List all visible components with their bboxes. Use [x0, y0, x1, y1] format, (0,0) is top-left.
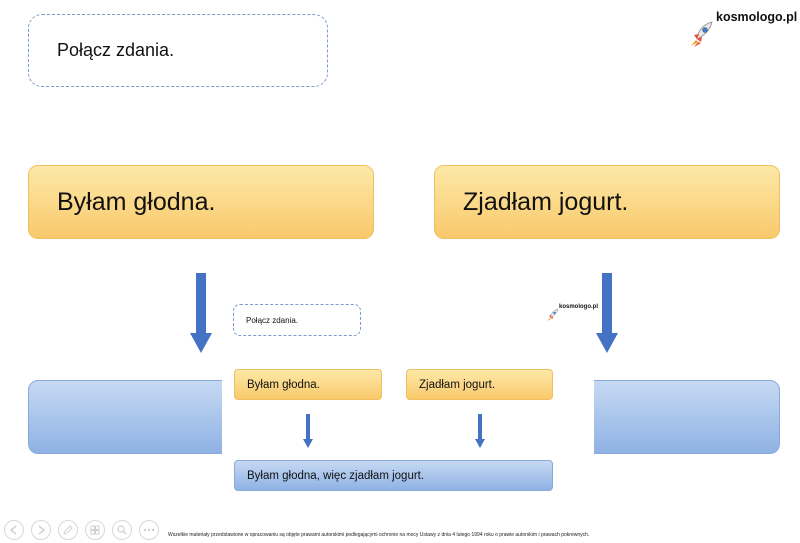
toolbar-forward-button[interactable]: [31, 520, 51, 540]
down-arrow-right-icon: [596, 273, 618, 353]
inner-logo-text: kosmologo.pl: [559, 304, 598, 310]
inner-down-arrow-left-icon: [303, 414, 313, 448]
instruction-box: Połącz zdania.: [28, 14, 328, 87]
rocket-icon: [691, 21, 713, 47]
inner-rocket-icon: [547, 308, 559, 321]
logo: kosmologo.pl: [688, 10, 798, 50]
pen-icon: [63, 525, 73, 535]
sentence-right-label: Zjadłam jogurt.: [463, 187, 629, 216]
inner-result-label: Byłam głodna, więc zjadłam jogurt.: [247, 469, 425, 482]
presentation-toolbar: [4, 520, 164, 542]
arrow-right-icon: [38, 525, 46, 535]
inner-sentence-right-label: Zjadłam jogurt.: [419, 378, 496, 391]
toolbar-back-button[interactable]: [4, 520, 24, 540]
toolbar-zoom-button[interactable]: [112, 520, 132, 540]
inner-slide-preview: Połącz zdania. kosmologo.pl Byłam głodna…: [222, 296, 598, 496]
instruction-label: Połącz zdania.: [57, 40, 175, 60]
zoom-icon: [117, 525, 127, 535]
sentence-left-label: Byłam głodna.: [57, 187, 216, 216]
more-icon: [143, 528, 155, 532]
sentence-box-right[interactable]: Zjadłam jogurt.: [434, 165, 780, 239]
inner-down-arrow-right-icon: [475, 414, 485, 448]
inner-result-box: Byłam głodna, więc zjadłam jogurt.: [234, 460, 553, 491]
inner-sentence-box-right: Zjadłam jogurt.: [406, 369, 553, 400]
toolbar-slides-button[interactable]: [85, 520, 105, 540]
inner-instruction-box: Połącz zdania.: [233, 304, 361, 336]
inner-instruction-label: Połącz zdania.: [246, 315, 299, 325]
inner-sentence-box-left: Byłam głodna.: [234, 369, 382, 400]
inner-sentence-left-label: Byłam głodna.: [247, 378, 320, 391]
toolbar-pen-button[interactable]: [58, 520, 78, 540]
slides-icon: [90, 525, 100, 535]
arrow-left-icon: [9, 525, 17, 535]
copyright-footer: Wszelkie materiały przedstawione w oprac…: [168, 532, 590, 538]
logo-text: kosmologo.pl: [716, 10, 798, 24]
sentence-box-left[interactable]: Byłam głodna.: [28, 165, 374, 239]
down-arrow-left-icon: [190, 273, 212, 353]
toolbar-more-button[interactable]: [139, 520, 159, 540]
inner-logo: kosmologo.pl: [546, 304, 598, 324]
